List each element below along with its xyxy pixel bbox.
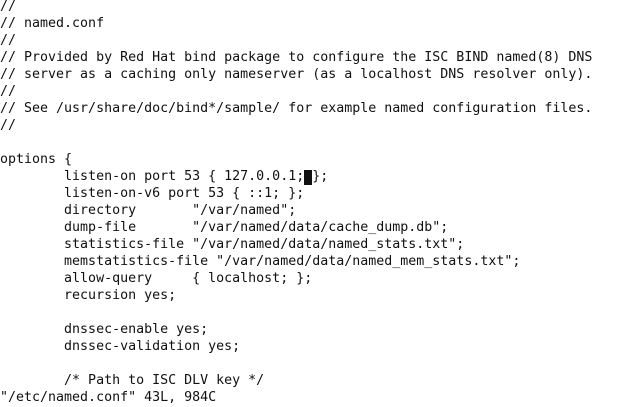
editor-buffer[interactable]: // // named.conf // // Provided by Red H… (0, 0, 617, 389)
code-line-19 (0, 304, 617, 321)
code-line-cursor[interactable]: listen-on port 53 { 127.0.0.1; }; (0, 168, 617, 185)
code-line-7: // See /usr/share/doc/bind*/sample/ for … (0, 101, 593, 116)
status-line: "/etc/named.conf" 43L, 984C (0, 390, 217, 405)
code-line-17: allow-query { localhost; }; (0, 271, 313, 286)
code-line-10: options { (0, 152, 73, 167)
code-line-3: // (0, 33, 17, 48)
code-line-21: dnssec-validation yes; (0, 339, 241, 354)
code-line-15: statistics-file "/var/named/data/named_s… (0, 237, 465, 252)
code-line-18: recursion yes; (0, 288, 177, 303)
code-line-16: memstatistics-file "/var/named/data/name… (0, 254, 521, 269)
code-line-1: // (0, 0, 17, 14)
cursor-line-before: listen-on port 53 { 127.0.0.1; (0, 169, 305, 184)
code-line-23: /* Path to ISC DLV key */ (0, 373, 265, 388)
cursor-line-after: }; (312, 169, 329, 184)
code-line-14: dump-file "/var/named/data/cache_dump.db… (0, 220, 449, 235)
text-cursor (304, 170, 313, 185)
code-line-5: // server as a caching only nameserver (… (0, 67, 593, 82)
code-line-20: dnssec-enable yes; (0, 322, 209, 337)
code-line-4: // Provided by Red Hat bind package to c… (0, 50, 593, 65)
code-line-12: listen-on-v6 port 53 { ::1; }; (0, 186, 305, 201)
code-line-9 (0, 134, 617, 151)
code-line-8: // (0, 118, 17, 133)
code-line-2: // named.conf (0, 16, 105, 31)
code-line-6: // (0, 84, 17, 99)
code-line-13: directory "/var/named"; (0, 203, 297, 218)
code-line-22 (0, 355, 617, 372)
